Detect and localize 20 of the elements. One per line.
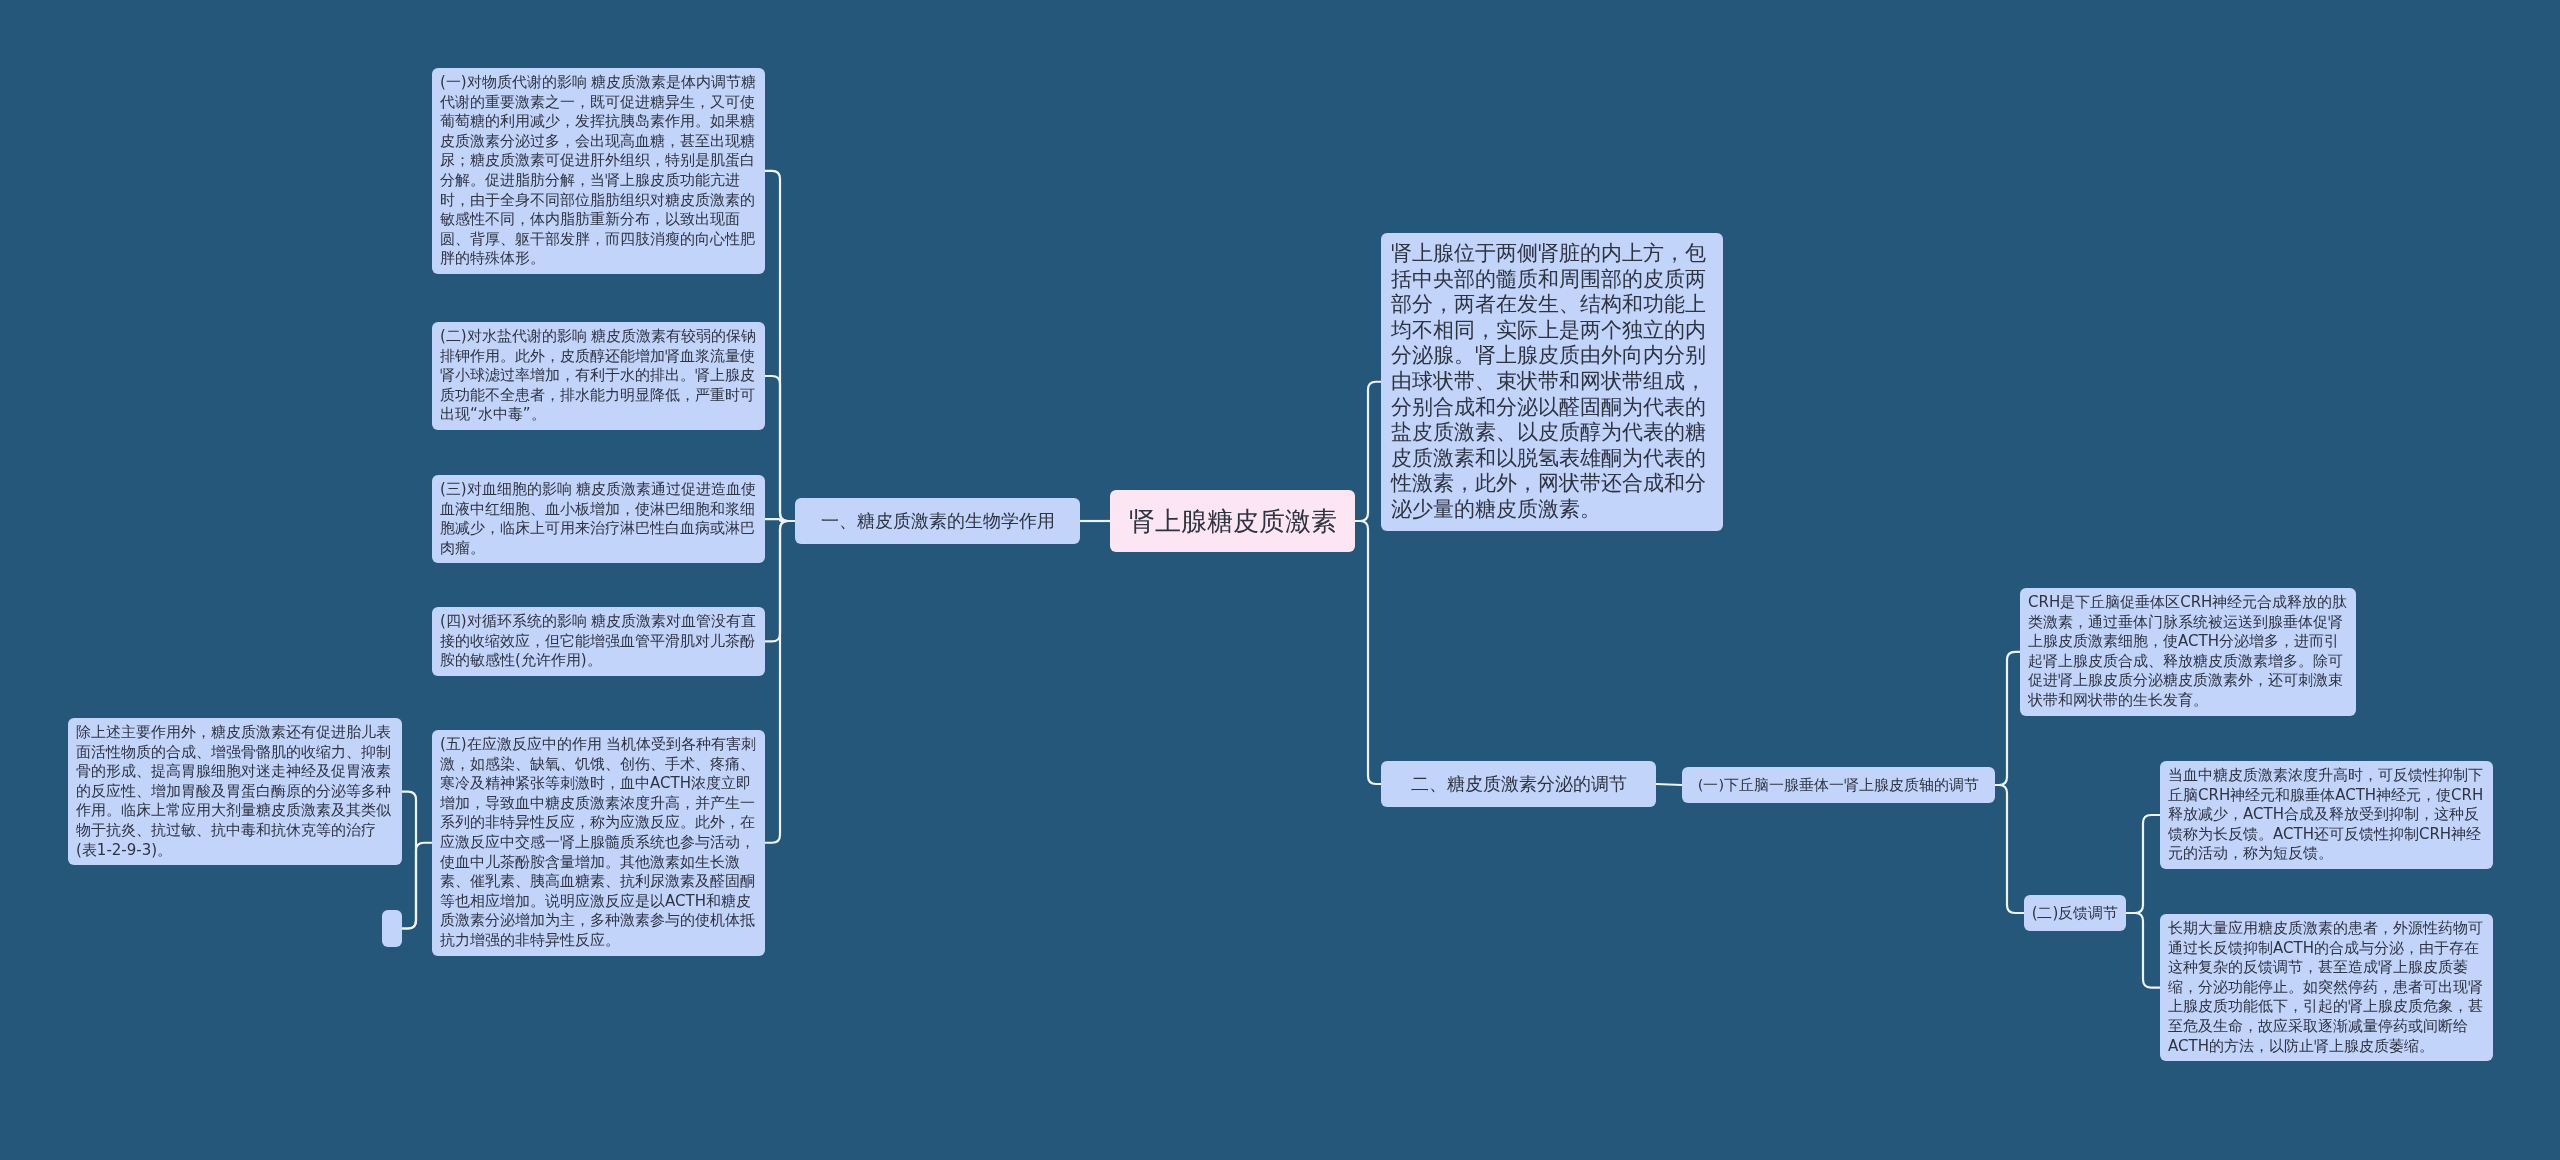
text-box: (二)对水盐代谢的影响 糖皮质激素有较弱的保钠排钾作用。此外，皮质醇还能增加肾血浆流量使肾小球滤过率增加，有利于水的排出。肾上腺皮质功能不全患者，排水能力明显降低，严重时可出现“水中毒”。 (432, 322, 765, 430)
text-box: (一)对物质代谢的影响 糖皮质激素是体内调节糖代谢的重要激素之一，既可促进糖异生，又可使葡萄糖的利用减少，发挥抗胰岛素作用。如果糖皮质激素分泌过多，会出现高血糖，甚至出现糖尿；糖皮质激素可促进肝外组织，特别是肌蛋白分解。促进脂肪分解，当肾上腺皮质功能亢进时，由于全身不同部位脂肪组织对糖皮质激素的敏感性不同，体内脂肪重新分布，以致出现面圆、背厚、躯干部发胖，而四肢消瘦的向心性肥胖的特殊体形。 (432, 68, 765, 274)
empty-box (382, 910, 402, 947)
connector-line (2126, 911, 2160, 989)
topic-box: 二、糖皮质激素分泌的调节 (1381, 761, 1656, 807)
text-box: 肾上腺位于两侧肾脏的内上方，包括中央部的髓质和周围部的皮质两部分，两者在发生、结构和功能上均不相同，实际上是两个独立的内分泌腺。肾上腺皮质由外向内分别由球状带、束状带和网状带组成，分别合成和分泌以醛固酮为代表的盐皮质激素、以皮质醇为代表的糖皮质激素和以脱氢表雄酮为代表的性激素，此外，网状带还合成和分泌少量的糖皮质激素。 (1381, 233, 1723, 531)
topic-box: (一)下丘脑一腺垂体一肾上腺皮质轴的调节 (1682, 767, 1995, 803)
text-box: (三)对血细胞的影响 糖皮质激素通过促进造血使血液中红细胞、血小板增加，使淋巴细胞和浆细胞减少，临床上可用来治疗淋巴性白血病或淋巴肉瘤。 (432, 475, 765, 564)
text-box: CRH是下丘脑促垂体区CRH神经元合成释放的肽类激素，通过垂体门脉系统被运送到腺垂体促肾上腺皮质激素细胞，使ACTH分泌增多，进而引起肾上腺皮质合成、释放糖皮质激素增多。除可促进肾上腺皮质分泌糖皮质激素外，还可刺激束状带和网状带的生长发育。 (2020, 588, 2356, 716)
text-box: 长期大量应用糖皮质激素的患者，外源性药物可通过长反馈抑制ACTH的合成与分泌，由于存在这种复杂的反馈调节，甚至造成肾上腺皮质萎缩，分泌功能停止。如突然停药，患者可出现肾上腺皮质功能低下，引起的肾上腺皮质危象，甚至危及生命，故应采取逐渐减量停药或间断给ACTH的方法，以防止肾上腺皮质萎缩。 (2160, 914, 2493, 1062)
connector-line (402, 790, 418, 930)
text-box: (五)在应激反应中的作用 当机体受到各种有害刺激，如感染、缺氧、饥饿、创伤、手术、疼痛、寒冷及精神紧张等刺激时，血中ACTH浓度立即增加，导致血中糖皮质激素浓度升高，并产生一系列的非特异性反应，称为应激反应。此外，在应激反应中交感一肾上腺髓质系统也参与活动，使血中儿茶酚胺含量增加。其他激素如生长激素、催乳素、胰高血糖素、抗利尿激素及醛固酮等也相应增加。说明应激反应是以ACTH和糖皮质激素分泌增加为主，多种激素参与的使机体抵抗力增强的非特异性反应。 (432, 730, 765, 956)
connector-line (1080, 519, 1110, 523)
text-box: 当血中糖皮质激素浓度升高时，可反馈性抑制下丘脑CRH神经元和腺垂体ACTH神经元，使CRH释放减少，ACTH合成及释放受到抑制，这种反馈称为长反馈。ACTH还可反馈性抑制CRH神经元的活动，称为短反馈。 (2160, 761, 2493, 869)
central-topic-box: 肾上腺糖皮质激素 (1110, 490, 1355, 552)
topic-box: (二)反馈调节 (2024, 895, 2126, 931)
text-box: 除上述主要作用外，糖皮质激素还有促进胎儿表面活性物质的合成、增强骨骼肌的收缩力、抑制骨的形成、提高胃腺细胞对迷走神经及促胃液素的反应性、增加胃酸及胃蛋白酶原的分泌等多种作用。临床上常应用大剂量糖皮质激素及其类似物于抗炎、抗过敏、抗中毒和抗休克等的治疗(表1-2-9-3)。 (68, 718, 402, 866)
connector-line (1655, 782, 1683, 787)
text-box: (四)对循环系统的影响 糖皮质激素对血管没有直接的收缩效应，但它能增强血管平滑肌对儿茶酚胺的敏感性(允许作用)。 (432, 607, 765, 676)
topic-box: 一、糖皮质激素的生物学作用 (795, 498, 1080, 544)
